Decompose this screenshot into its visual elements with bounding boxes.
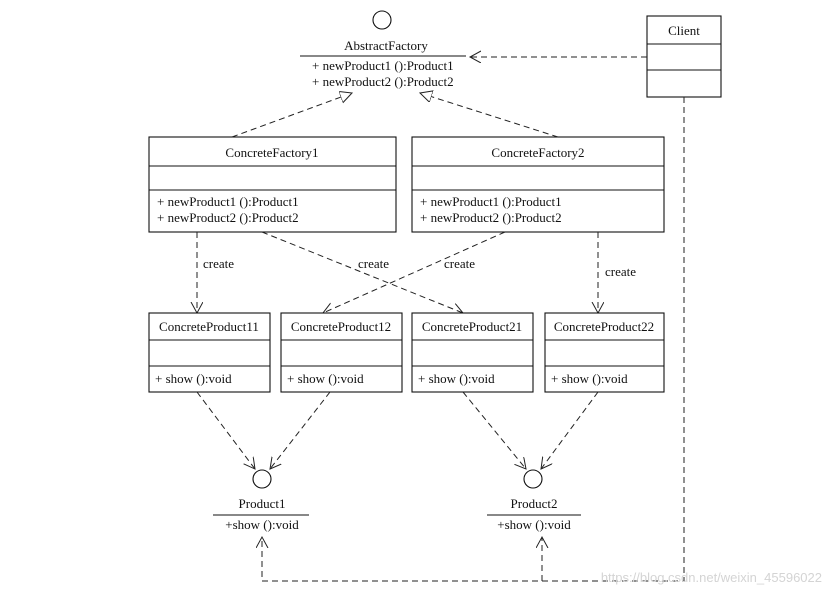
concrete-product-22-name: ConcreteProduct22 bbox=[554, 319, 654, 334]
concrete-product-21-op: + show ():void bbox=[418, 371, 495, 386]
concrete-factory-2: ConcreteFactory2 + newProduct1 ():Produc… bbox=[411, 136, 665, 233]
interface-lollipop-icon bbox=[372, 10, 392, 30]
create-label-11: create bbox=[203, 256, 234, 271]
product-22-realization-arrow bbox=[541, 391, 599, 469]
concrete-factory-1-op-2: + newProduct2 ():Product2 bbox=[157, 210, 299, 225]
concrete-factory-1: ConcreteFactory1 + newProduct1 ():Produc… bbox=[148, 136, 397, 233]
product-1-name: Product1 bbox=[239, 496, 286, 511]
factory-2-realization-arrow bbox=[420, 93, 559, 138]
watermark-text: https://blog.csdn.net/weixin_45596022 bbox=[601, 570, 822, 585]
concrete-product-22-box bbox=[544, 312, 665, 393]
factory-1-realization-arrow bbox=[231, 93, 352, 138]
create-label-21: create bbox=[358, 256, 389, 271]
concrete-factory-2-op-2: + newProduct2 ():Product2 bbox=[420, 210, 562, 225]
concrete-product-12: ConcreteProduct12 + show ():void bbox=[280, 312, 403, 393]
product-12-realization-arrow bbox=[270, 391, 331, 469]
client-name: Client bbox=[668, 23, 700, 38]
concrete-product-11-box bbox=[148, 312, 271, 393]
concrete-product-21-name: ConcreteProduct21 bbox=[422, 319, 522, 334]
product-2-name: Product2 bbox=[511, 496, 558, 511]
concrete-factory-1-box bbox=[148, 136, 397, 233]
concrete-factory-2-op-1: + newProduct1 ():Product1 bbox=[420, 194, 562, 209]
concrete-factory-1-name: ConcreteFactory1 bbox=[225, 145, 318, 160]
concrete-product-11: ConcreteProduct11 + show ():void bbox=[148, 312, 271, 393]
client-to-product-1-arrow bbox=[262, 97, 685, 582]
concrete-factory-2-name: ConcreteFactory2 bbox=[491, 145, 584, 160]
product-2-lollipop-icon bbox=[523, 469, 543, 489]
abstract-factory-name: AbstractFactory bbox=[344, 38, 428, 53]
product-11-realization-arrow bbox=[196, 391, 255, 469]
product-1-interface: Product1 +show ():void bbox=[213, 469, 309, 532]
concrete-factory-2-box bbox=[411, 136, 665, 233]
concrete-product-22: ConcreteProduct22 + show ():void bbox=[544, 312, 665, 393]
create-arrow-21 bbox=[261, 231, 463, 313]
product-2-op: +show ():void bbox=[497, 517, 571, 532]
product-1-lollipop-icon bbox=[252, 469, 272, 489]
abstract-factory-interface: AbstractFactory + newProduct1 ():Product… bbox=[300, 10, 466, 89]
concrete-product-21-box bbox=[411, 312, 534, 393]
product-2-interface: Product2 +show ():void bbox=[487, 469, 581, 532]
concrete-product-11-name: ConcreteProduct11 bbox=[159, 319, 259, 334]
concrete-product-12-op: + show ():void bbox=[287, 371, 364, 386]
abstract-factory-op-2: + newProduct2 ():Product2 bbox=[312, 74, 454, 89]
concrete-product-21: ConcreteProduct21 + show ():void bbox=[411, 312, 534, 393]
concrete-factory-1-op-1: + newProduct1 ():Product1 bbox=[157, 194, 299, 209]
product-21-realization-arrow bbox=[462, 391, 526, 469]
create-arrow-12 bbox=[323, 231, 506, 313]
concrete-product-22-op: + show ():void bbox=[551, 371, 628, 386]
concrete-product-12-name: ConcreteProduct12 bbox=[291, 319, 391, 334]
create-label-22: create bbox=[605, 264, 636, 279]
concrete-product-12-box bbox=[280, 312, 403, 393]
abstract-factory-op-1: + newProduct1 ():Product1 bbox=[312, 58, 454, 73]
client-class: Client bbox=[646, 15, 722, 98]
create-label-12: create bbox=[444, 256, 475, 271]
product-1-op: +show ():void bbox=[225, 517, 299, 532]
concrete-product-11-op: + show ():void bbox=[155, 371, 232, 386]
